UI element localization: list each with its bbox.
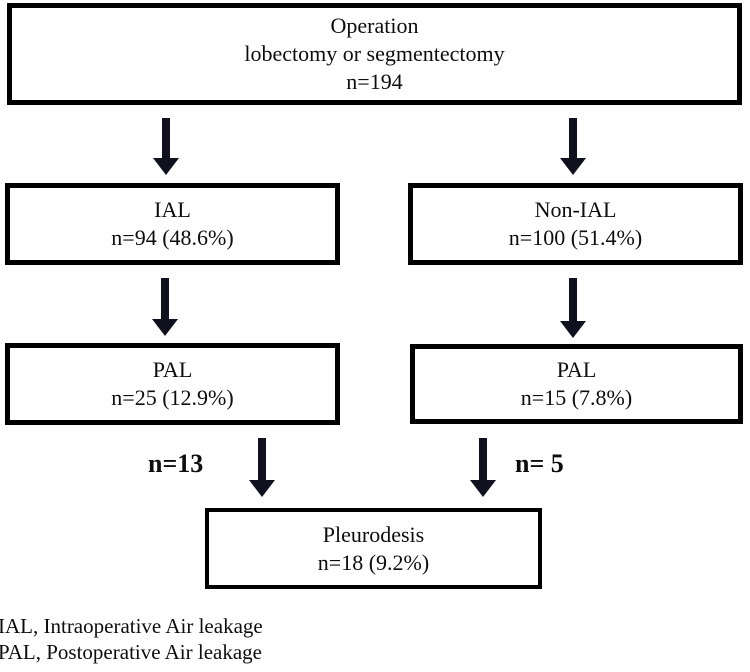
arrow-shaft bbox=[258, 438, 266, 480]
legend-line-pal: PAL, Postoperative Air leakage bbox=[0, 640, 263, 664]
arrow-head bbox=[249, 480, 275, 497]
arrow-pal-left-to-pleurodesis-icon bbox=[249, 438, 275, 497]
arrow-shaft bbox=[162, 118, 170, 158]
box-line: Non-IAL bbox=[534, 197, 617, 222]
box-line: n=94 (48.6%) bbox=[111, 225, 234, 250]
flow-box-non-ial: Non-IAL n=100 (51.4%) bbox=[408, 183, 743, 265]
box-line: n=194 bbox=[346, 69, 403, 94]
arrow-head bbox=[152, 319, 178, 336]
box-line: IAL bbox=[154, 197, 191, 222]
box-line: lobectomy or segmentectomy bbox=[244, 41, 505, 66]
arrow-shaft bbox=[569, 118, 577, 158]
box-line: Operation bbox=[330, 13, 419, 38]
box-line: n=15 (7.8%) bbox=[520, 385, 633, 410]
flow-box-operation: Operation lobectomy or segmentectomy n=1… bbox=[7, 3, 742, 105]
flow-box-pleurodesis: Pleurodesis n=18 (9.2%) bbox=[205, 508, 542, 589]
box-line: PAL bbox=[152, 357, 193, 382]
arrow-operation-to-non-ial-icon bbox=[560, 118, 586, 175]
arrow-head bbox=[560, 321, 586, 338]
arrow-shaft bbox=[569, 278, 577, 321]
arrow-head bbox=[153, 158, 179, 175]
flow-box-pal-right: PAL n=15 (7.8%) bbox=[410, 344, 743, 424]
arrow-head bbox=[560, 158, 586, 175]
box-line: Pleurodesis bbox=[322, 521, 425, 547]
arrow-ial-to-pal-icon bbox=[152, 278, 178, 336]
arrow-shaft bbox=[161, 278, 169, 319]
box-line: n=25 (12.9%) bbox=[111, 385, 234, 410]
box-line: n=100 (51.4%) bbox=[508, 225, 643, 250]
arrow-pal-right-to-pleurodesis-icon bbox=[470, 438, 496, 497]
box-line: PAL bbox=[556, 357, 597, 382]
edge-label-n5: n= 5 bbox=[515, 449, 564, 478]
abbreviation-legend: IAL, Intraoperative Air leakage PAL, Pos… bbox=[0, 613, 263, 665]
legend-line-ial: IAL, Intraoperative Air leakage bbox=[0, 614, 263, 638]
box-line: n=18 (9.2%) bbox=[317, 549, 430, 575]
flow-box-pal-left: PAL n=25 (12.9%) bbox=[5, 343, 340, 425]
edge-label-n13: n=13 bbox=[148, 449, 204, 478]
flow-box-ial: IAL n=94 (48.6%) bbox=[5, 183, 340, 265]
arrow-operation-to-ial-icon bbox=[153, 118, 179, 175]
arrow-head bbox=[470, 480, 496, 497]
arrow-non-ial-to-pal-icon bbox=[560, 278, 586, 338]
arrow-shaft bbox=[479, 438, 487, 480]
